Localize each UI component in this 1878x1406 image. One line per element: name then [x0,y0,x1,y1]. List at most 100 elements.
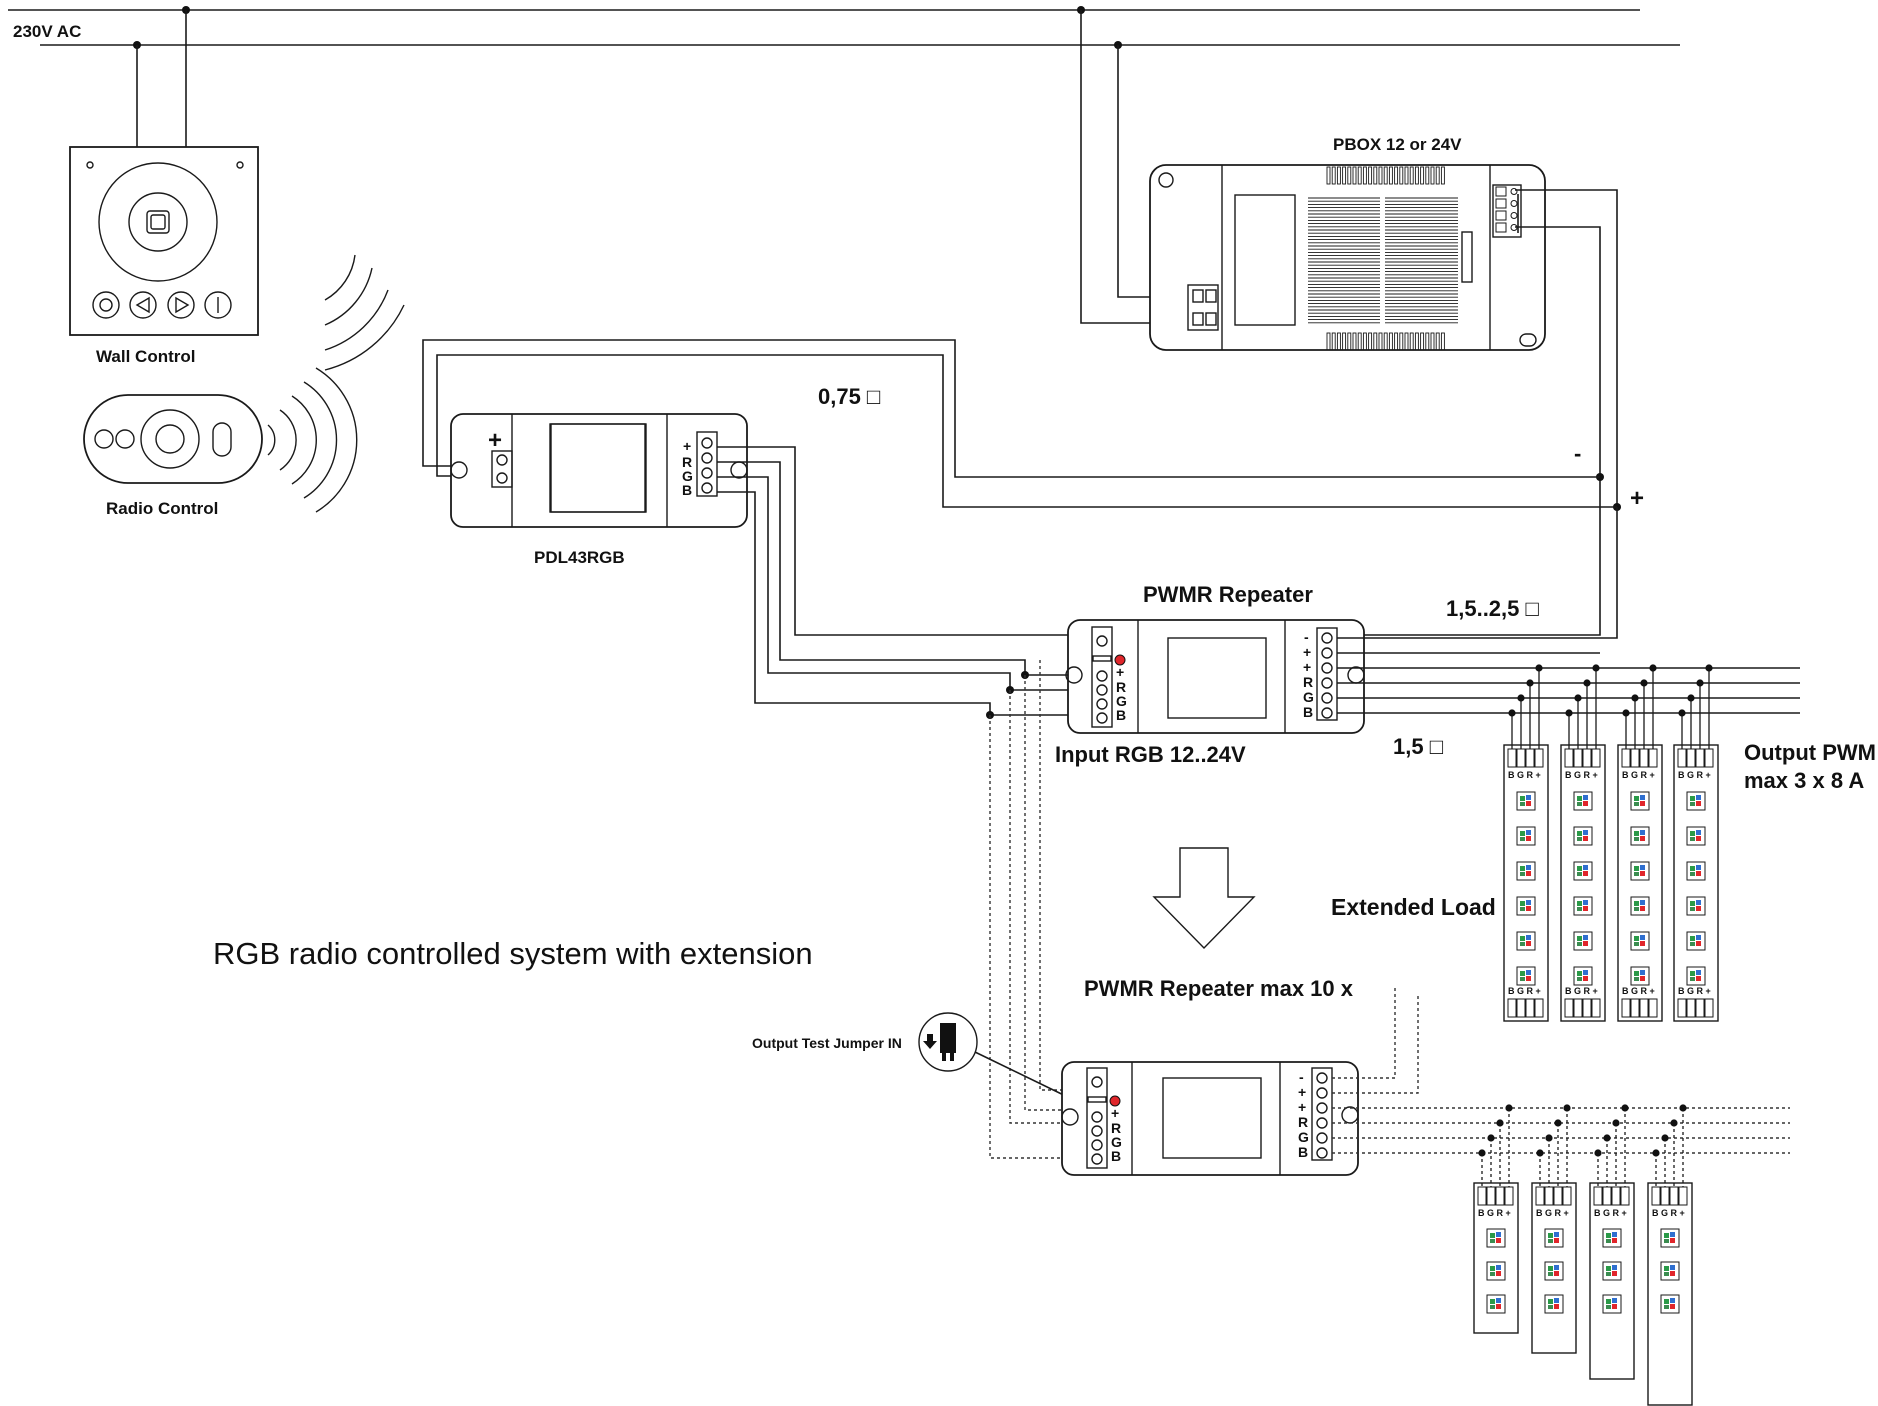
svg-text:B G R +: B G R + [1508,986,1541,996]
svg-text:+: + [1116,664,1124,680]
svg-text:+: + [1303,659,1311,675]
svg-text:+: + [1303,644,1311,660]
led-strip: B G R + [1473,1104,1519,1334]
diagram-title: RGB radio controlled system with extensi… [213,936,813,971]
svg-text:R: R [682,454,692,470]
rgb-led-icon [1516,826,1536,846]
svg-text:B G R +: B G R + [1678,986,1711,996]
plus-label: + [1630,485,1644,512]
output-test-label: Output Test Jumper IN [752,1035,902,1051]
svg-text:B G R +: B G R + [1622,986,1655,996]
rgb-led-icon [1573,826,1593,846]
rgb-led-icon [1686,791,1706,811]
wall-dimmer-icon [69,146,259,336]
svg-text:B G R +: B G R + [1622,770,1655,780]
pbox-output-wires [1300,189,1621,636]
svg-text:B G R +: B G R + [1478,1208,1511,1218]
input-rgb-label: Input RGB 12..24V [1055,742,1246,767]
led-strip: B G R + B G R + [1560,664,1606,1022]
rgb-led-icon [1630,931,1650,951]
rgb-led-icon [1686,861,1706,881]
svg-text:B G R +: B G R + [1565,770,1598,780]
led-strip: B G R + B G R + [1503,664,1549,1022]
rgb-led-icon [1602,1294,1622,1314]
svg-text:+: + [1298,1084,1306,1100]
led-strips-top: B G R + B G R + B G R + B G R + B G R + B G R… [1503,664,1719,1022]
rgb-led-icon [1660,1228,1680,1248]
svg-text:+: + [683,438,691,454]
svg-text:B: B [1303,704,1313,720]
repeater-1-output-terminal-labels: - + + R G B [1303,629,1314,720]
rgb-led-icon [1630,966,1650,986]
pdl-terminal-labels: + R G B [682,438,693,498]
rgb-led-icon [1573,896,1593,916]
pwmr-repeater-2 [1061,1061,1359,1176]
repeater-1-input-terminal-labels: + R G B [1116,664,1127,723]
rgb-led-icon [1573,931,1593,951]
rgb-led-icon [1573,861,1593,881]
repeater-2-input-terminal-labels: + R G B [1111,1105,1122,1164]
pdl-power-terminal-label: + [488,427,502,454]
svg-text:B: B [1298,1144,1308,1160]
repeater-max-label: PWMR Repeater max 10 x [1084,976,1354,1001]
rgb-led-icon [1486,1261,1506,1281]
radio-control-label: Radio Control [106,499,218,518]
remote-control-icon [83,394,263,484]
led-strip: B G R +B G R + [1673,664,1719,1022]
svg-text:B G R +: B G R + [1565,986,1598,996]
rgb-led-icon [1516,896,1536,916]
svg-text:B: B [1111,1148,1121,1164]
svg-text:G: G [1303,689,1314,705]
rgb-led-icon [1602,1228,1622,1248]
repeater-1-output-bus [1337,507,1800,714]
svg-text:R: R [1111,1120,1121,1136]
jumper-dot [1109,1095,1121,1107]
radio-waves-icon [267,367,358,513]
rgb-led-icon [1544,1294,1564,1314]
rgb-led-icon [1630,791,1650,811]
down-arrow-icon [1152,847,1256,949]
repeater-label: PWMR Repeater [1143,582,1313,607]
pbox-label: PBOX 12 or 24V [1333,135,1462,154]
output-max-label: max 3 x 8 A [1744,768,1864,793]
rgb-led-icon [1516,931,1536,951]
rgb-led-icon [1544,1228,1564,1248]
radio-waves-icon [324,254,405,371]
rgb-led-icon [1516,791,1536,811]
led-strips-bottom: B G R +B G R +B G R +B G R + [1473,1104,1693,1406]
rgb-led-icon [1544,1261,1564,1281]
rgb-led-icon [1516,966,1536,986]
rgb-led-icon [1630,861,1650,881]
rgb-led-icon [1660,1294,1680,1314]
svg-text:R: R [1116,679,1126,695]
pwmr-repeater-1 [1065,619,1365,734]
rgb-led-icon [1486,1294,1506,1314]
rgb-led-icon [1630,896,1650,916]
svg-text:G: G [1111,1134,1122,1150]
svg-text:G: G [1116,693,1127,709]
svg-text:+: + [1111,1105,1119,1121]
svg-text:B G R +: B G R + [1652,1208,1685,1218]
pdl43rgb-controller [450,413,748,528]
output-pwm-label: Output PWM [1744,740,1876,765]
svg-text:B G R +: B G R + [1594,1208,1627,1218]
repeater-2-output-terminal-labels: - + + R G B [1298,1069,1309,1160]
svg-text:R: R [1298,1114,1308,1130]
led-strip: B G R + [1647,1104,1693,1406]
led-strip: B G R + B G R + [1617,664,1663,1022]
rgb-led-icon [1686,896,1706,916]
svg-text:B G R +: B G R + [1508,770,1541,780]
svg-text:B: B [682,482,692,498]
wire-15-25-label: 1,5..2,5 □ [1446,596,1539,621]
rgb-led-icon [1686,826,1706,846]
rgb-led-icon [1660,1261,1680,1281]
rgb-led-icon [1630,826,1650,846]
wall-control-label: Wall Control [96,347,195,366]
jumper-dot [1114,654,1126,666]
wire-15-label: 1,5 □ [1393,734,1443,759]
rgb-led-icon [1516,861,1536,881]
minus-label: - [1574,441,1581,466]
rgb-led-icon [1486,1228,1506,1248]
rgb-led-icon [1573,966,1593,986]
